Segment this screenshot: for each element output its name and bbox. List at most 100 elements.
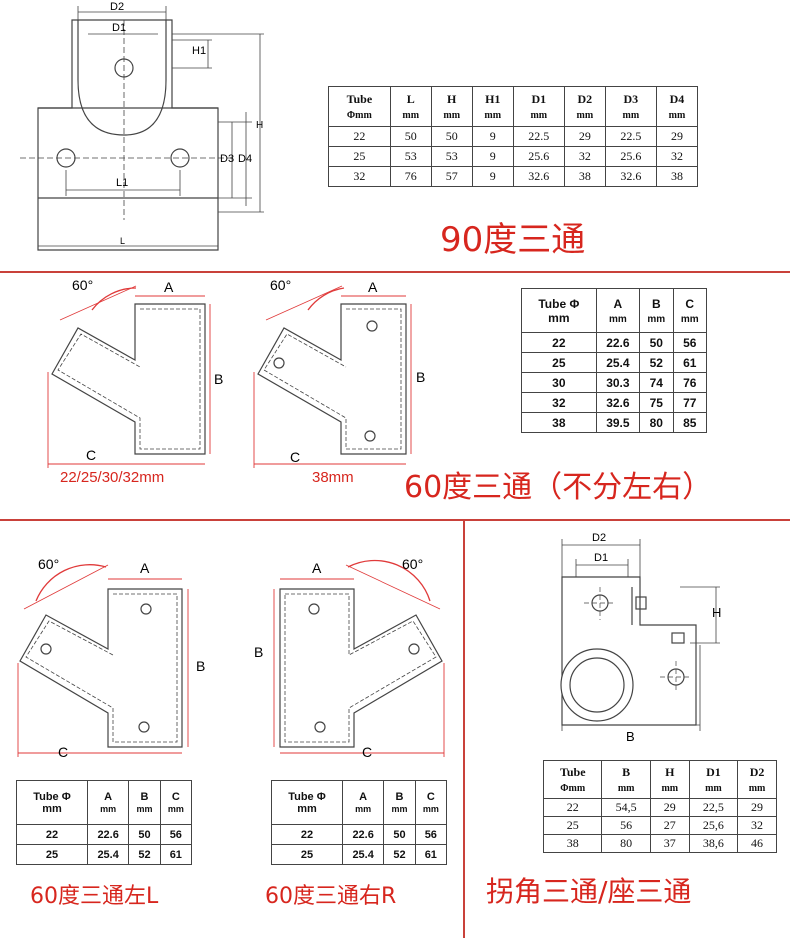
label-C: C	[86, 447, 96, 463]
dim-L1: L1	[116, 177, 128, 189]
table-cell: 76	[389, 166, 432, 187]
corner-tee-title: 拐角三通/座三通	[486, 875, 692, 908]
table-cell: 61	[414, 844, 448, 865]
table-cell: 25	[328, 146, 391, 167]
table-cell: 56	[159, 824, 193, 845]
dim-D1: D1	[112, 22, 126, 34]
angle-label: 60°	[38, 556, 59, 572]
corner-tee-drawing: D2 D1 H B	[560, 532, 721, 744]
table-cell: 53	[430, 146, 473, 167]
table-cell: 9	[471, 126, 514, 147]
table-cell: 50	[128, 824, 161, 845]
label-A: A	[164, 279, 174, 295]
table-cell: 27	[649, 816, 690, 835]
table-cell: 32	[521, 392, 597, 413]
divider-top	[0, 271, 790, 273]
tee-90-drawing: D2 D1 H1 H D3 D4 L1 L	[20, 1, 264, 251]
dim-B: B	[626, 729, 635, 744]
table-cell: 25.4	[595, 352, 641, 373]
dim-H1: H1	[192, 45, 206, 57]
table-cell: 22,5	[688, 798, 739, 817]
dim-D2: D2	[110, 1, 124, 13]
table-cell: 22	[328, 126, 391, 147]
table-cell: 25.6	[512, 146, 565, 167]
table-cell: 30.3	[595, 372, 641, 393]
label-A: A	[368, 279, 378, 295]
tee-60-drawing-left: 60° A B C	[47, 277, 223, 468]
table-cell: 53	[389, 146, 432, 167]
table-cell: 32.6	[512, 166, 565, 187]
table-cell: 32.6	[595, 392, 641, 413]
label-B: B	[254, 644, 263, 660]
table-cell: 32	[328, 166, 391, 187]
table-cell: 25.4	[86, 844, 130, 865]
label-A: A	[140, 560, 150, 576]
tee-60-right-title: 60度三通右R	[265, 884, 397, 909]
table-cell: 76	[672, 372, 708, 393]
table-cell: 52	[128, 844, 161, 865]
table-cell: 38	[521, 412, 597, 433]
tee-60-drawing-right: 60° A B C	[253, 277, 425, 468]
label-C: C	[362, 744, 372, 760]
dim-D4: D4	[238, 153, 252, 165]
table-cell: 50	[389, 126, 432, 147]
tee-60-left-title: 60度三通左L	[30, 884, 159, 909]
dim-D3: D3	[220, 153, 234, 165]
label-A: A	[312, 560, 322, 576]
tee-60-left-drawing: 60° A B C	[17, 556, 205, 760]
table-cell: 61	[672, 352, 708, 373]
label-C: C	[290, 449, 300, 465]
table-cell: 22.6	[595, 332, 641, 353]
table-cell: 25.6	[604, 146, 657, 167]
table-cell: 29	[649, 798, 690, 817]
dim-D2: D2	[592, 532, 606, 544]
table-cell: 22.5	[512, 126, 565, 147]
table-cell: 22.6	[341, 824, 385, 845]
table-cell: 29	[737, 798, 777, 817]
table-cell: 22	[542, 798, 603, 817]
table-cell: 29	[655, 126, 699, 147]
divider-middle	[0, 519, 790, 521]
table-cell: 38,6	[688, 834, 739, 853]
table-cell: 22.6	[86, 824, 130, 845]
dim-D1: D1	[594, 552, 608, 564]
label-B: B	[196, 658, 205, 674]
table-cell: 54,5	[601, 798, 651, 817]
table-cell: 38	[542, 834, 603, 853]
table-cell: 46	[737, 834, 777, 853]
table-cell: 56	[601, 816, 651, 835]
table-cell: 9	[471, 166, 514, 187]
label-B: B	[416, 369, 425, 385]
table-cell: 37	[649, 834, 690, 853]
table-cell: 30	[521, 372, 597, 393]
caption-left: 22/25/30/32mm	[60, 469, 165, 486]
table-cell: 32	[655, 146, 699, 167]
tee-60-right-drawing: 60° A B C	[254, 556, 445, 760]
table-cell: 39.5	[595, 412, 641, 433]
